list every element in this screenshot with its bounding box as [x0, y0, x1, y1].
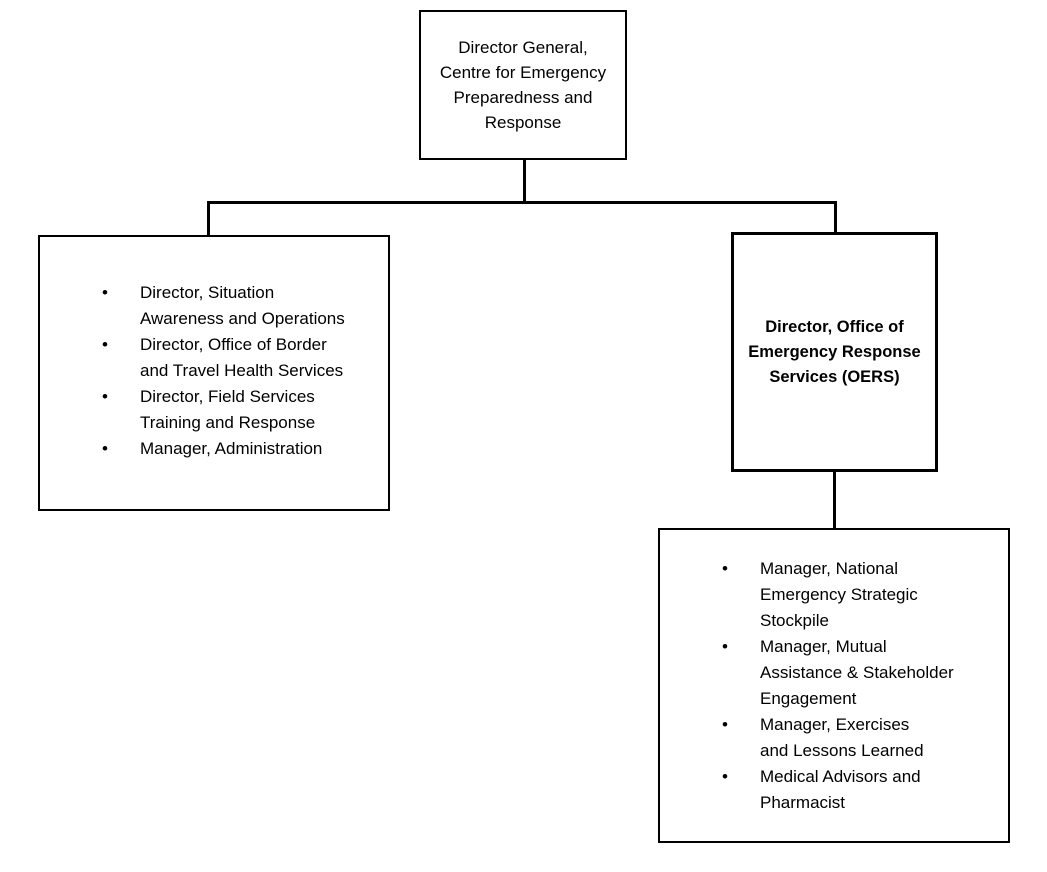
connector-drop-right	[834, 201, 837, 234]
connector-dg-stem	[523, 160, 526, 204]
list-item[interactable]: • Director, Office of Border and Travel …	[102, 332, 372, 384]
node-oers-director[interactable]: Director, Office of Emergency Response S…	[731, 232, 938, 472]
oers-reports-list: • Manager, National Emergency Strategic …	[722, 556, 1000, 816]
list-item[interactable]: • Medical Advisors and Pharmacist	[722, 764, 1000, 816]
list-item-label: Director, Office of Border and Travel He…	[140, 335, 344, 380]
bullet-icon: •	[102, 283, 108, 302]
list-item[interactable]: • Manager, National Emergency Strategic …	[722, 556, 1000, 634]
bullet-icon: •	[722, 637, 728, 656]
list-item[interactable]: • Manager, Administration	[102, 436, 372, 462]
bullet-icon: •	[722, 767, 728, 786]
node-oers-director-label: Director, Office of Emergency Response S…	[748, 317, 921, 386]
bullet-icon: •	[102, 439, 108, 458]
connector-oers-to-reports	[833, 472, 836, 529]
list-item[interactable]: • Director, Situation Awareness and Oper…	[102, 280, 372, 332]
connector-drop-left	[207, 201, 210, 237]
list-item-label: Manager, Mutual Assistance & Stakeholder…	[760, 637, 954, 708]
node-left-branch[interactable]: • Director, Situation Awareness and Oper…	[38, 235, 390, 511]
node-director-general[interactable]: Director General, Centre for Emergency P…	[419, 10, 627, 160]
list-item-label: Medical Advisors and Pharmacist	[760, 767, 921, 812]
list-item[interactable]: • Manager, Exercises and Lessons Learned	[722, 712, 1000, 764]
list-item-label: Manager, Administration	[140, 439, 323, 458]
node-oers-reports[interactable]: • Manager, National Emergency Strategic …	[658, 528, 1010, 843]
list-item[interactable]: • Manager, Mutual Assistance & Stakehold…	[722, 634, 1000, 712]
bullet-icon: •	[102, 335, 108, 354]
list-item[interactable]: • Director, Field Services Training and …	[102, 384, 372, 436]
node-director-general-label: Director General, Centre for Emergency P…	[439, 38, 607, 132]
bullet-icon: •	[722, 715, 728, 734]
list-item-label: Director, Situation Awareness and Operat…	[140, 283, 345, 328]
bullet-icon: •	[722, 559, 728, 578]
left-branch-list: • Director, Situation Awareness and Oper…	[102, 280, 372, 462]
bullet-icon: •	[102, 387, 108, 406]
list-item-label: Director, Field Services Training and Re…	[140, 387, 316, 432]
list-item-label: Manager, Exercises and Lessons Learned	[760, 715, 924, 760]
connector-split-bar	[207, 201, 837, 204]
list-item-label: Manager, National Emergency Strategic St…	[760, 559, 918, 630]
